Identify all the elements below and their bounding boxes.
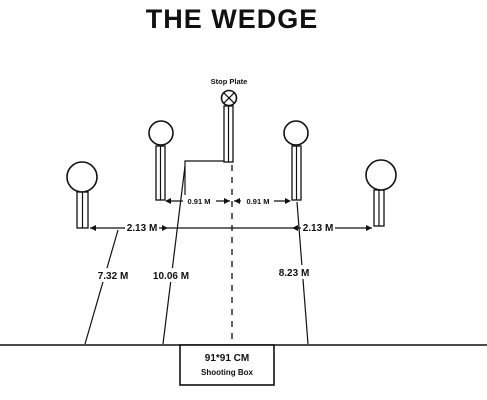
shooting-box-size: 91*91 CM bbox=[205, 353, 249, 364]
dist-far-left-line bbox=[84, 229, 119, 345]
outer-left-distance: 2.13 M bbox=[127, 223, 158, 234]
inner-right-distance: 0.91 M bbox=[247, 197, 270, 206]
target-post-inner-right bbox=[283, 120, 309, 201]
stop-plate-post bbox=[223, 105, 234, 163]
dist-center-line bbox=[162, 165, 186, 345]
inner-left-distance: 0.91 M bbox=[188, 197, 211, 206]
target-post-inner-left bbox=[148, 120, 174, 201]
dist-right-label: 8.23 M bbox=[279, 268, 310, 279]
dist-center-label: 10.06 M bbox=[153, 271, 189, 282]
target-post-outer-right bbox=[365, 159, 397, 227]
outer-right-distance: 2.13 M bbox=[303, 223, 334, 234]
stop-plate-connector bbox=[184, 160, 224, 195]
shooting-box-label: Shooting Box bbox=[201, 368, 254, 377]
stop-plate-label: Stop Plate bbox=[211, 77, 248, 86]
diagram-title: THE WEDGE bbox=[146, 4, 319, 34]
dist-far-left-label: 7.32 M bbox=[98, 271, 129, 282]
target-post-outer-left bbox=[66, 161, 98, 229]
shooting-box: 91*91 CM Shooting Box bbox=[179, 344, 275, 386]
stop-plate-icon bbox=[220, 89, 238, 107]
